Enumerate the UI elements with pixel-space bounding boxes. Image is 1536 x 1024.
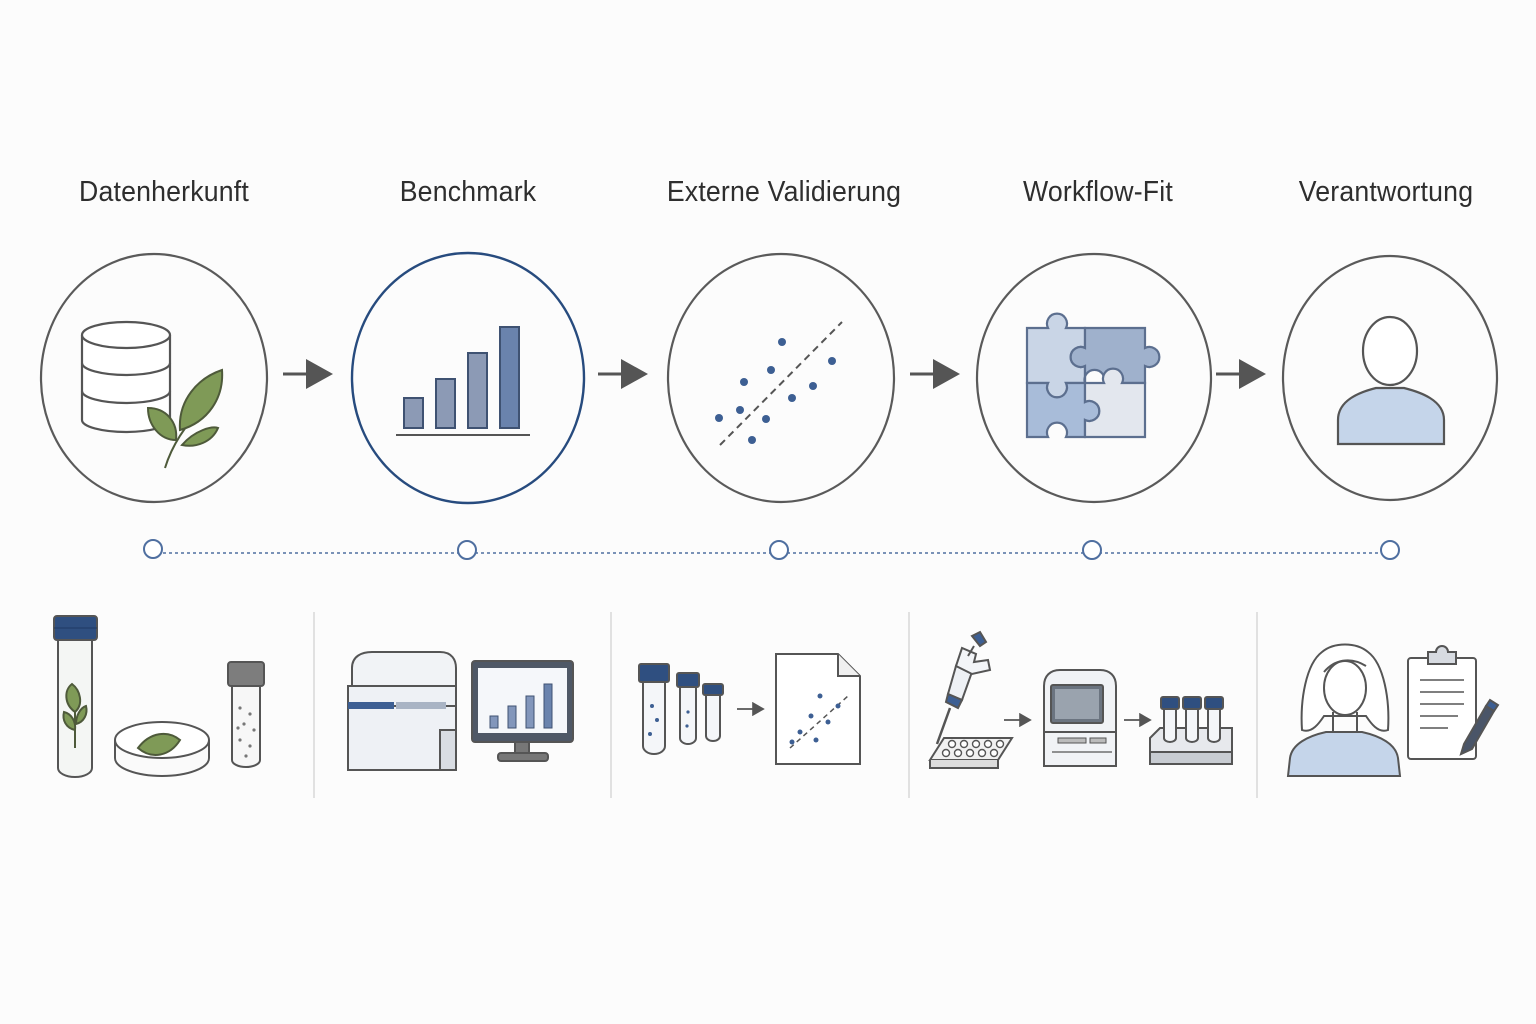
separator-lines [313,612,1258,798]
lab-analyzer-icon [347,651,457,771]
step-circle-verantwortung [1281,254,1499,502]
timeline-node [1082,540,1102,560]
person-icon [1336,315,1446,446]
pipette-plate-icon [928,630,1014,769]
bar-chart-icon [396,326,530,436]
step-title-benchmark: Benchmark [399,176,537,208]
step-title-workflow-fit: Workflow-Fit [1023,176,1173,208]
step-title-verantwortung: Verantwortung [1298,176,1474,208]
puzzle-icon [1025,312,1161,439]
tube-rack-icon [1149,696,1233,765]
timeline-node [1380,540,1400,560]
step-circle-externe-validierung [666,252,896,504]
lab-instrument-icon [1043,669,1117,767]
step-title-externe-validierung: Externe Validierung [666,176,902,208]
scatter-report-icon [775,653,861,765]
petri-dish-leaf-icon [114,721,210,777]
scatter-plot-icon [715,321,843,446]
timeline-node [769,540,789,560]
step-circle-workflow-fit [975,252,1213,504]
step-circle-benchmark [350,251,586,505]
timeline-node [457,540,477,560]
step-title-datenherkunft: Datenherkunft [79,176,249,208]
monitor-bar-chart-icon [471,660,574,762]
seed-vial-icon [227,661,265,768]
sample-tube-leaf-icon [53,615,98,778]
step-circle-datenherkunft [39,252,269,504]
sample-tubes-icon [638,663,724,755]
clipboard-pen-icon [1407,645,1500,760]
timeline-node [143,539,163,559]
leaf-icon [146,368,224,469]
timeline [143,539,1400,560]
woman-avatar-icon [1286,643,1402,777]
